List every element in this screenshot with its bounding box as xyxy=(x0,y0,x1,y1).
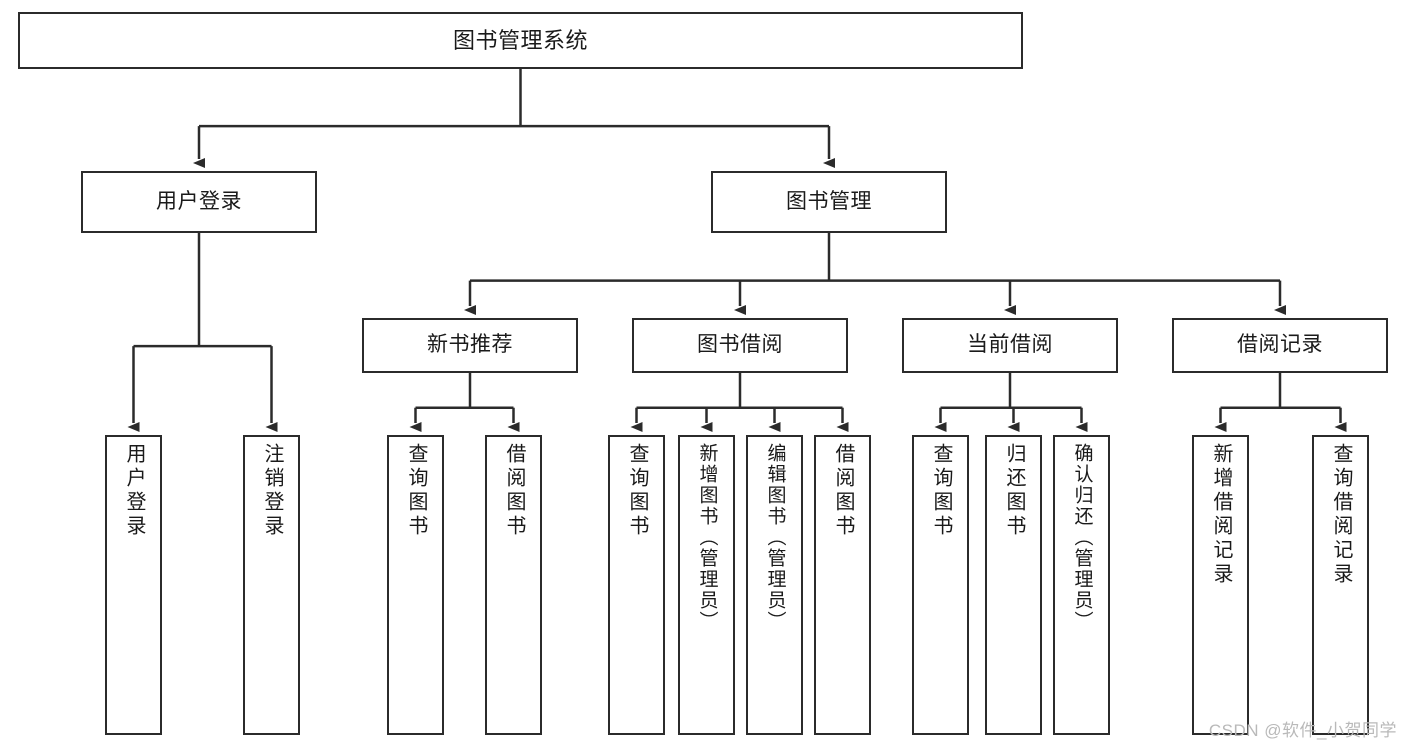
node-leaf-book-add[interactable]: 新增图书（管理员） xyxy=(678,435,735,735)
node-label: 当前借阅 xyxy=(967,333,1053,357)
node-label: 新增借阅记录 xyxy=(1210,443,1232,587)
node-label: 借阅图书 xyxy=(503,443,525,539)
node-root[interactable]: 图书管理系统 xyxy=(18,12,1023,69)
node-label: 编辑图书（管理员） xyxy=(764,443,786,632)
node-label: 图书管理 xyxy=(786,189,872,213)
node-book-manage[interactable]: 图书管理 xyxy=(711,171,947,233)
node-leaf-rec-borrow[interactable]: 借阅图书 xyxy=(485,435,542,735)
node-leaf-user-login[interactable]: 用户登录 xyxy=(105,435,162,735)
node-label: 新书推荐 xyxy=(427,333,513,357)
node-leaf-rec-add[interactable]: 新增借阅记录 xyxy=(1192,435,1249,735)
node-label: 确认归还（管理员） xyxy=(1071,443,1093,632)
node-label: 用户登录 xyxy=(156,189,242,213)
node-book-borrow[interactable]: 图书借阅 xyxy=(632,318,848,373)
node-current-borrow[interactable]: 当前借阅 xyxy=(902,318,1118,373)
node-leaf-user-logout[interactable]: 注销登录 xyxy=(243,435,300,735)
node-leaf-book-borrow[interactable]: 借阅图书 xyxy=(814,435,871,735)
node-new-book-rec[interactable]: 新书推荐 xyxy=(362,318,578,373)
node-label: 查询图书 xyxy=(405,443,427,539)
node-leaf-book-edit[interactable]: 编辑图书（管理员） xyxy=(746,435,803,735)
node-leaf-borrow-query[interactable]: 查询图书 xyxy=(608,435,665,735)
node-label: 借阅记录 xyxy=(1237,333,1323,357)
node-label: 归还图书 xyxy=(1003,443,1025,539)
node-label: 新增图书（管理员） xyxy=(696,443,718,632)
node-borrow-record[interactable]: 借阅记录 xyxy=(1172,318,1388,373)
node-label: 借阅图书 xyxy=(832,443,854,539)
node-label: 查询图书 xyxy=(626,443,648,539)
node-leaf-cur-confirm[interactable]: 确认归还（管理员） xyxy=(1053,435,1110,735)
node-label: 查询图书 xyxy=(930,443,952,539)
node-label: 注销登录 xyxy=(261,443,283,539)
node-user-login[interactable]: 用户登录 xyxy=(81,171,317,233)
node-label: 查询借阅记录 xyxy=(1330,443,1352,587)
node-label: 用户登录 xyxy=(123,443,145,539)
node-label: 图书管理系统 xyxy=(452,27,588,53)
node-leaf-cur-query[interactable]: 查询图书 xyxy=(912,435,969,735)
node-label: 图书借阅 xyxy=(697,333,783,357)
node-leaf-rec-query2[interactable]: 查询借阅记录 xyxy=(1312,435,1369,735)
node-leaf-cur-return[interactable]: 归还图书 xyxy=(985,435,1042,735)
node-leaf-rec-query[interactable]: 查询图书 xyxy=(387,435,444,735)
